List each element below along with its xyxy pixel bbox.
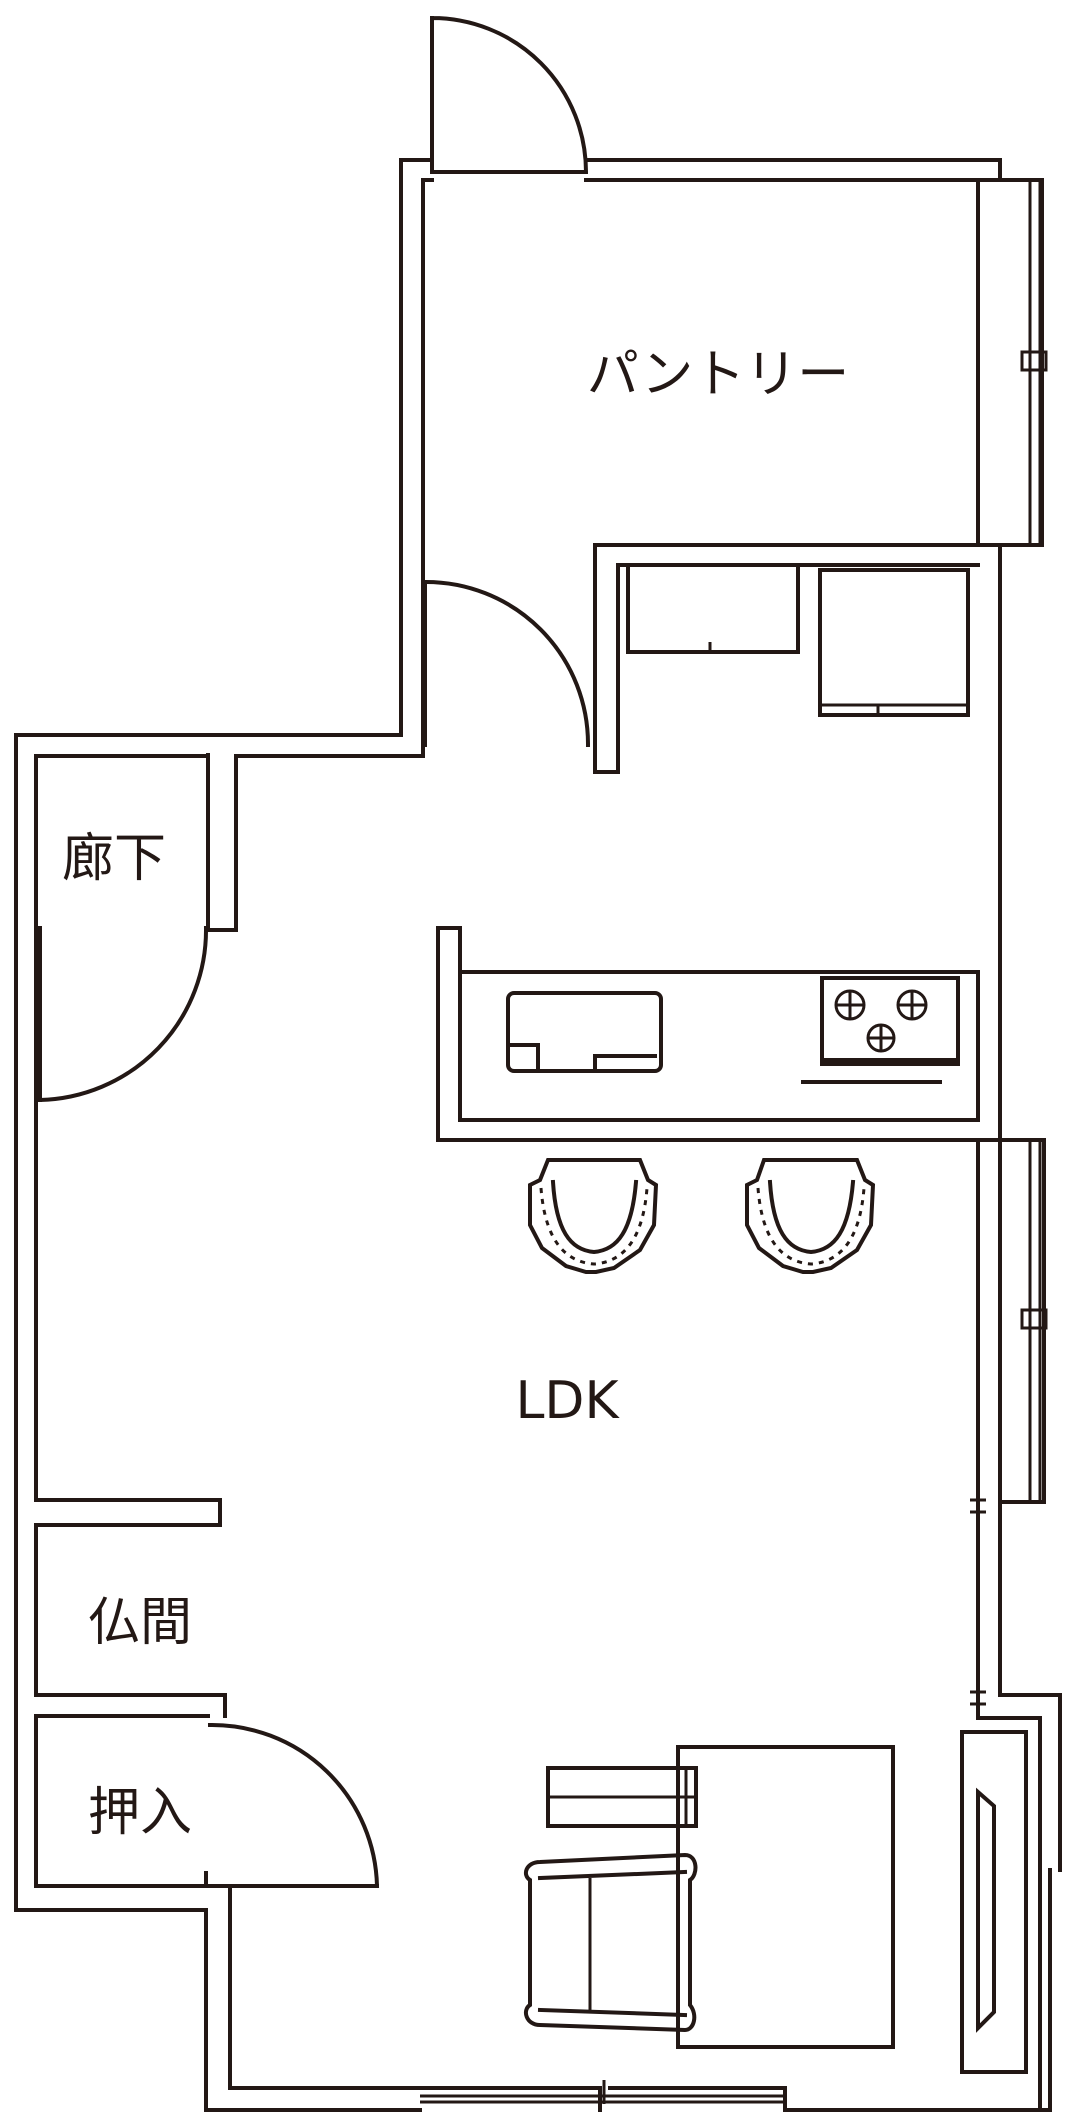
hallway-door (37, 925, 209, 1103)
closet-door (204, 1722, 380, 1889)
armchair-icon (523, 1852, 698, 2033)
bed-icon (546, 1745, 895, 2049)
hallway-label: 廊下 (62, 829, 166, 889)
tv-cabinet-icon (960, 1730, 1028, 2074)
closet-label: 押入 (88, 1783, 192, 1843)
stove-icon (801, 976, 960, 1084)
kitchen-counter (436, 926, 1002, 1142)
ldk-label: LDK (515, 1371, 620, 1431)
pantry-label: パントリー (587, 345, 850, 405)
sink-icon (506, 991, 663, 1073)
pantry (422, 15, 980, 774)
stool-icon (745, 1158, 876, 1274)
altar-room-label: 仏間 (88, 1593, 192, 1653)
windows (420, 178, 1048, 2104)
stool-icon (528, 1158, 659, 1274)
